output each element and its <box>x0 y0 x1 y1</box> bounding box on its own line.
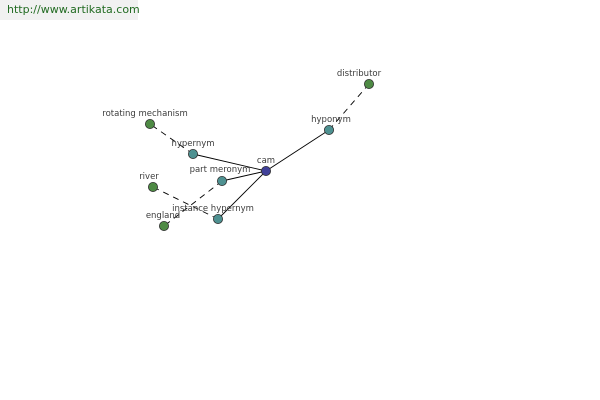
label-hyponym: hyponym <box>311 115 351 125</box>
site-url-link[interactable]: http://www.artikata.com <box>0 0 140 20</box>
graph-nodes <box>144 79 374 231</box>
node-instance-hypernym[interactable] <box>212 213 223 224</box>
label-distributor: distributor <box>337 69 382 79</box>
edge-instance-hypernym-river <box>152 186 219 220</box>
label-instance-hypernym: instance hypernym <box>172 204 254 214</box>
graph-edges <box>149 83 370 227</box>
node-distributor[interactable] <box>363 79 374 90</box>
node-cam[interactable] <box>260 165 271 176</box>
edge-center-part-meronym <box>221 170 267 182</box>
label-england: england <box>146 211 180 221</box>
label-river: river <box>139 172 159 182</box>
edge-center-hypernym <box>192 153 267 172</box>
node-hyponym[interactable] <box>323 125 334 136</box>
node-part-meronym[interactable] <box>216 175 227 186</box>
edge-part-meronym-england <box>163 180 223 227</box>
edge-center-instance-hypernym <box>217 170 267 220</box>
label-hypernym: hypernym <box>171 139 214 149</box>
edge-hypernym-rotating-mechanism <box>149 123 194 155</box>
edge-center-hyponym <box>265 129 330 172</box>
label-cam: cam <box>257 156 275 166</box>
node-hypernym[interactable] <box>187 148 198 159</box>
label-part-meronym: part meronym <box>190 165 251 175</box>
node-rotating-mechanism[interactable] <box>144 119 155 130</box>
node-england[interactable] <box>158 220 169 231</box>
label-rotating-mechanism: rotating mechanism <box>102 109 187 119</box>
node-river[interactable] <box>147 181 158 192</box>
graph-labels: cam hypernym part meronym instance hyper… <box>102 69 381 221</box>
